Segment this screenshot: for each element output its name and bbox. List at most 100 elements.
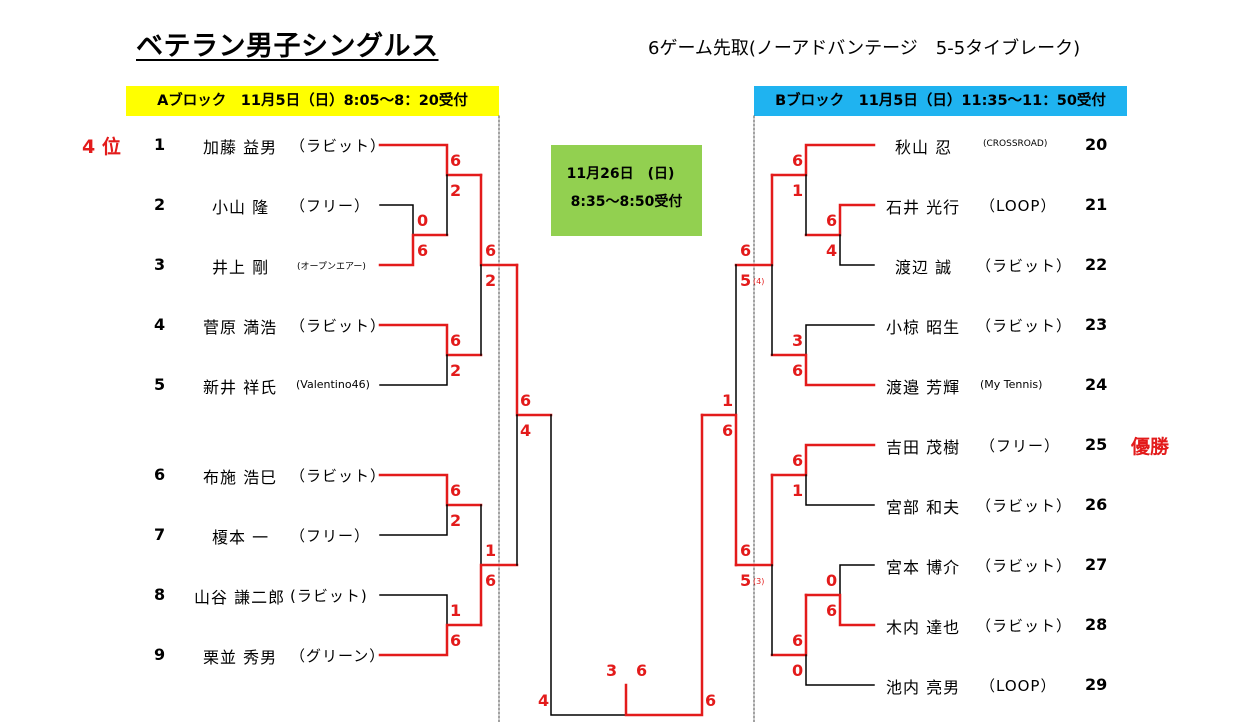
bracket-line	[378, 473, 483, 507]
player-name: 石井 光行	[886, 198, 961, 217]
player-seed: 1	[154, 135, 166, 154]
player-club: （ラビット）	[290, 317, 387, 335]
player-seed: 5	[154, 375, 166, 394]
score: 6	[485, 241, 496, 260]
score: 5	[740, 571, 751, 590]
bracket-line	[378, 323, 483, 357]
score: 0	[417, 211, 428, 230]
bracket-line	[378, 233, 449, 267]
player-name: 榎本 一	[212, 528, 270, 547]
page-title: ベテラン男子シングルス	[136, 31, 439, 62]
score: 3	[792, 331, 803, 350]
player-seed: 9	[154, 645, 166, 664]
score: 6	[826, 601, 837, 620]
score: 6	[826, 211, 837, 230]
player-club: （ラビット）	[976, 317, 1073, 335]
player-name: 山谷 謙二郎	[194, 588, 286, 607]
player-seed: 8	[154, 585, 166, 604]
player-club: (ラビット)	[290, 587, 368, 605]
score: 1	[792, 181, 803, 200]
player-club: （LOOP）	[980, 677, 1057, 695]
player-club: (オープンエアー)	[297, 262, 366, 272]
player-seed: 29	[1085, 675, 1108, 694]
score: 6	[705, 691, 716, 710]
bracket-line	[839, 234, 875, 266]
player-name: 加藤 益男	[203, 138, 278, 157]
block-a-header: Aブロック 11月5日（日）8:05～8：20受付	[126, 86, 499, 116]
score: 6	[520, 391, 531, 410]
player-club: （ラビット）	[976, 557, 1073, 575]
score: 6	[450, 331, 461, 350]
tiebreak-score: (4)	[753, 277, 764, 286]
bracket-line	[770, 143, 876, 177]
player-name: 吉田 茂樹	[886, 438, 961, 457]
player-seed: 7	[154, 525, 166, 544]
player-club: （LOOP）	[980, 197, 1057, 215]
player-name: 渡邉 芳輝	[886, 378, 961, 397]
score: 6	[740, 541, 751, 560]
score: 1	[792, 481, 803, 500]
player-club: （フリー）	[290, 527, 371, 545]
player-seed: 3	[154, 255, 166, 274]
player-seed: 2	[154, 195, 166, 214]
player-name: 布施 浩巳	[203, 468, 278, 487]
player-name: 井上 剛	[212, 258, 270, 277]
final-date: 11月26日 (日)	[566, 166, 675, 182]
player-club: （ラビット）	[290, 137, 387, 155]
score: 2	[450, 181, 461, 200]
final-info-box: 11月26日 (日) 8:35～8:50受付	[551, 145, 702, 236]
score: 6	[792, 361, 803, 380]
score: 2	[450, 511, 461, 530]
player-seed: 27	[1085, 555, 1108, 574]
player-seed: 24	[1085, 375, 1108, 394]
player-club: （ラビット）	[976, 617, 1073, 635]
final-time: 8:35～8:50受付	[570, 194, 683, 210]
tiebreak-score: (3)	[753, 577, 764, 586]
bracket-line	[479, 563, 519, 627]
bracket-line	[770, 593, 808, 657]
bracket-line	[839, 564, 875, 596]
block-b-header: Bブロック 11月5日（日）11:35～11：50受付	[754, 86, 1127, 116]
fourth-place-label: 4 位	[82, 136, 121, 158]
match-rule: 6ゲーム先取(ノーアドバンテージ 5-5タイブレーク)	[648, 38, 1081, 59]
bracket-line	[805, 474, 875, 506]
score: 6	[722, 421, 733, 440]
score: 4	[826, 241, 837, 260]
score: 1	[722, 391, 733, 410]
player-seed: 28	[1085, 615, 1108, 634]
player-seed: 23	[1085, 315, 1108, 334]
score: 0	[826, 571, 837, 590]
score: 1	[450, 601, 461, 620]
player-club: （フリー）	[980, 437, 1061, 455]
player-club: （ラビット）	[976, 497, 1073, 515]
player-name: 渡辺 誠	[895, 258, 953, 277]
bracket-line	[804, 593, 876, 627]
player-name: 秋山 忍	[895, 138, 953, 157]
player-club: （ラビット）	[290, 467, 387, 485]
bracket-line	[804, 203, 876, 237]
score: 6	[740, 241, 751, 260]
bracket-line	[379, 354, 448, 386]
bracket-line	[378, 143, 483, 177]
score: 2	[485, 271, 496, 290]
player-club: （フリー）	[290, 197, 371, 215]
score: 6	[792, 151, 803, 170]
player-club: (Valentino46)	[296, 378, 370, 391]
player-seed: 21	[1085, 195, 1108, 214]
score: 6	[450, 151, 461, 170]
player-seed: 4	[154, 315, 166, 334]
score: 4	[520, 421, 531, 440]
bracket-line	[550, 414, 627, 716]
bracket-line	[379, 594, 448, 626]
player-club: （ラビット）	[976, 257, 1073, 275]
score: 6	[450, 631, 461, 650]
score: 6	[636, 661, 647, 680]
player-name: 菅原 満浩	[203, 318, 278, 337]
score: 6	[792, 631, 803, 650]
player-club: （グリーン）	[290, 647, 386, 665]
score: 3	[606, 661, 617, 680]
player-name: 木内 達也	[886, 618, 961, 637]
score: 0	[792, 661, 803, 680]
player-name: 小椋 昭生	[886, 318, 961, 337]
